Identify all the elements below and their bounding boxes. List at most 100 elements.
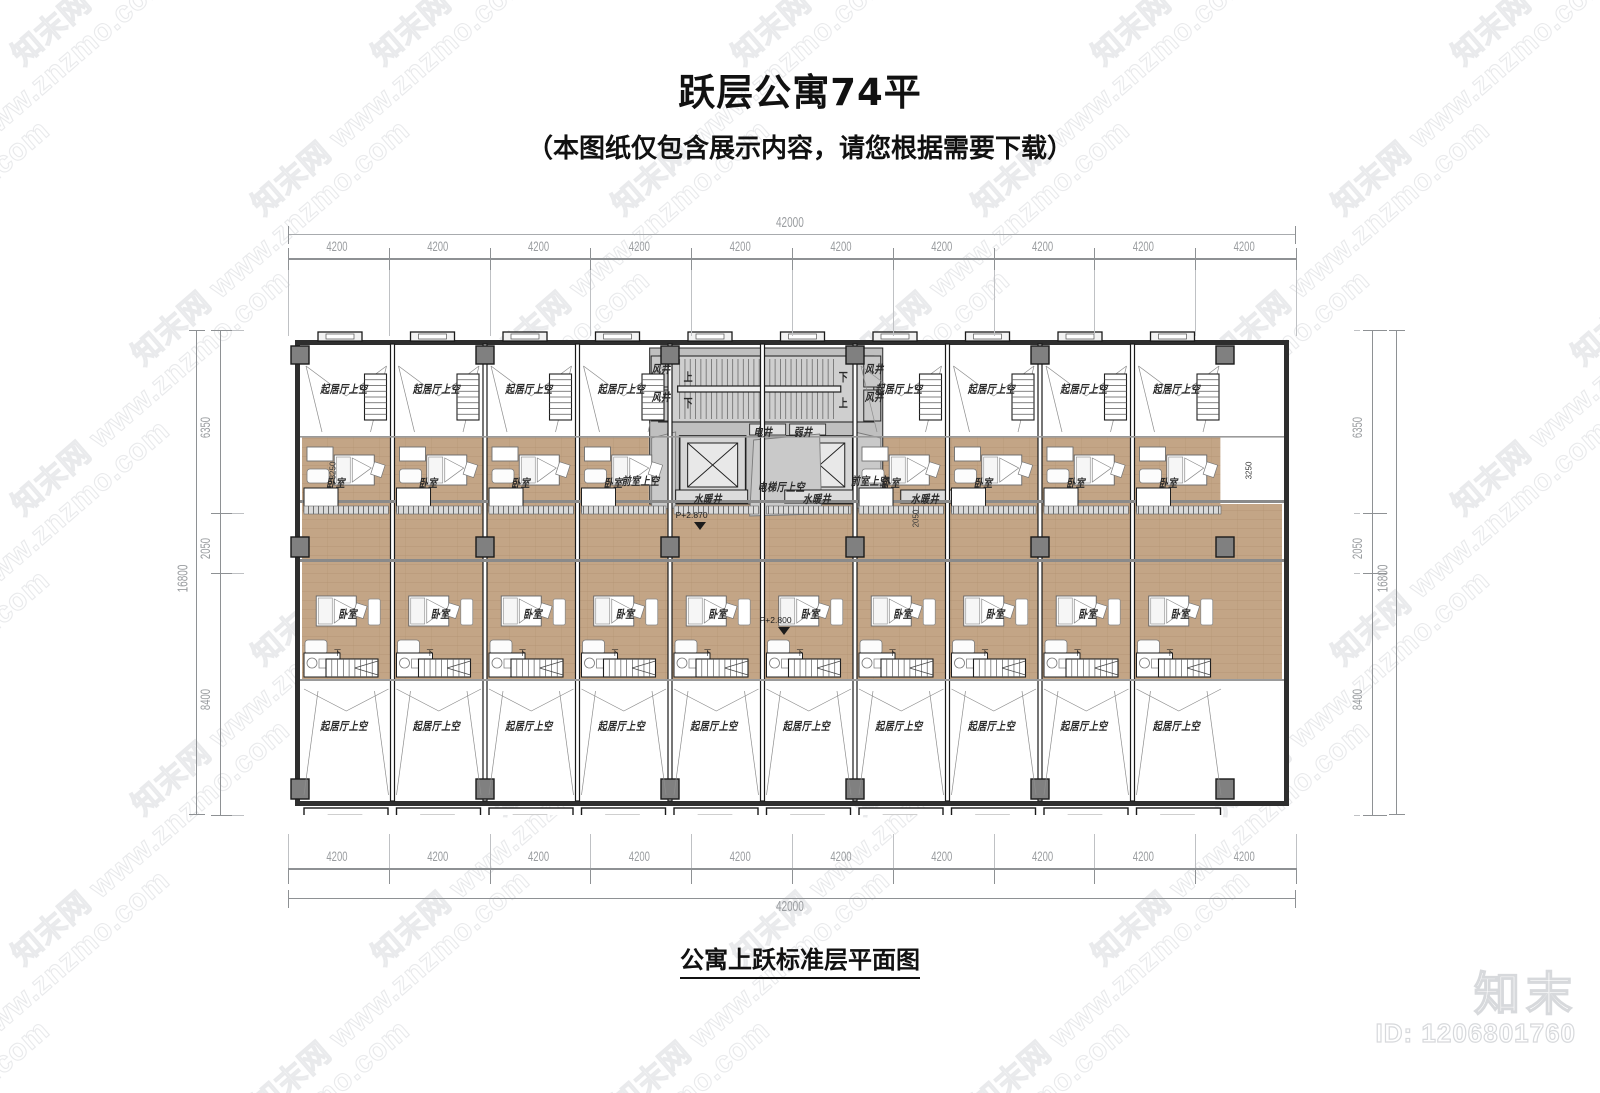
toilet — [399, 657, 410, 669]
dimension-value: 4200 — [326, 239, 348, 256]
room-label-bedroom-lower: 卧室 — [800, 609, 820, 622]
wardrobe — [367, 598, 381, 626]
party-wall — [389, 343, 396, 802]
toilet — [306, 657, 318, 669]
corridor-hatch — [951, 505, 1037, 515]
stair-landing-wall — [677, 385, 842, 393]
ceiling-line — [581, 688, 667, 712]
stair-direction-label: 下 — [704, 649, 711, 657]
window-top — [325, 333, 355, 340]
vent-shaft-label: 风井 — [651, 392, 671, 405]
vent-shaft — [863, 389, 882, 422]
room-label-bedroom-lower: 卧室 — [523, 609, 543, 622]
table — [584, 446, 611, 462]
dimension-extension — [1296, 270, 1297, 336]
column — [845, 778, 865, 800]
column — [660, 345, 680, 365]
bed — [518, 454, 571, 486]
toilet — [1046, 657, 1058, 669]
party-wall — [482, 343, 488, 802]
void-area-lower — [302, 681, 1282, 801]
room-label-living-void-lower: 起居厅上空 — [320, 721, 368, 734]
column — [1215, 536, 1235, 558]
wardrobe — [645, 598, 659, 626]
ceiling-line — [1136, 690, 1151, 796]
exterior-wall-top — [296, 340, 1288, 345]
dimension-extension — [691, 834, 693, 868]
dimension-tick — [590, 248, 592, 274]
room-label-living-void-upper: 起居厅上空 — [412, 384, 461, 397]
water-heat-shaft-label: 水暖井 — [802, 494, 832, 507]
dimension-tick — [892, 248, 894, 274]
staircase — [456, 373, 480, 421]
dimension-extension — [792, 270, 793, 336]
ceiling-line — [303, 688, 389, 712]
watermark-text: 知末网 www.znzmo.com — [1445, 263, 1600, 523]
ceiling-line — [581, 690, 596, 796]
window-top — [418, 333, 447, 340]
dimension-line-total — [196, 330, 198, 815]
dimension-extension — [1094, 270, 1096, 336]
vent-shaft-label: 风井 — [651, 364, 671, 377]
stair-up-label: 上 — [683, 372, 694, 385]
dimension-tick — [792, 858, 793, 884]
table — [399, 446, 426, 462]
room-label-bedroom-lower: 卧室 — [615, 609, 635, 622]
room-label-bedroom-lower: 卧室 — [985, 609, 1005, 622]
dimension-extension — [993, 834, 995, 868]
dimension-tick — [489, 248, 491, 274]
dimension-value: 4200 — [729, 239, 751, 256]
room-label-living-void-lower: 起居厅上空 — [967, 721, 1016, 734]
staircase — [548, 373, 573, 421]
ceiling-line — [490, 365, 508, 433]
bed — [426, 454, 479, 486]
dimension-tick — [892, 858, 894, 884]
room-label-living-void-upper: 起居厅上空 — [597, 384, 646, 397]
dimension-tick — [1094, 248, 1096, 274]
balcony-bottom — [950, 807, 1037, 815]
balcony-bottom — [488, 807, 574, 815]
bed — [315, 595, 368, 627]
dimension-extension — [1354, 513, 1360, 515]
electrical-shaft-label: 电井 — [753, 427, 773, 440]
vestibule-void-label: 前室上空 — [850, 476, 889, 489]
ceiling-line — [858, 688, 944, 712]
dimension-value: 4200 — [628, 239, 650, 256]
column — [290, 345, 310, 365]
dimension-extension — [1354, 815, 1360, 816]
dimension-value: 8400 — [1350, 688, 1367, 710]
toilet — [676, 657, 688, 669]
toilet — [584, 657, 595, 669]
wardrobe — [1107, 598, 1121, 626]
dimension-extension — [1354, 330, 1360, 331]
stair-direction-label: 下 — [519, 649, 526, 657]
dimension-extension — [590, 270, 592, 336]
watermark-text: 知末网 www.znzmo.com — [480, 1007, 777, 1093]
bed — [500, 595, 553, 627]
room-label-bedroom-lower: 卧室 — [430, 609, 450, 622]
stair-direction-label: 下 — [1074, 649, 1081, 657]
dimension-value: 6350 — [1350, 416, 1367, 438]
vent-shaft-label: 风井 — [864, 392, 884, 405]
window-top — [880, 333, 910, 340]
sofa — [674, 639, 698, 655]
dimension-value: 4200 — [729, 849, 751, 866]
dimension-tick — [1295, 890, 1296, 908]
staircase — [1196, 373, 1220, 421]
stair-down-label: 下 — [683, 398, 694, 411]
column — [1215, 345, 1235, 365]
balcony-bottom — [395, 807, 482, 815]
dimension-line-total — [288, 234, 1296, 235]
column — [475, 345, 495, 365]
dimension-tick — [189, 330, 205, 331]
ceiling-line — [396, 690, 411, 796]
ceiling-line — [673, 688, 759, 712]
bed — [1166, 454, 1219, 486]
ceiling-line — [673, 690, 689, 796]
dimension-tick — [388, 248, 390, 274]
elevation-triangle — [693, 522, 706, 530]
dimension-tick — [993, 858, 995, 884]
staircase — [787, 658, 842, 678]
sofa — [1046, 468, 1070, 484]
